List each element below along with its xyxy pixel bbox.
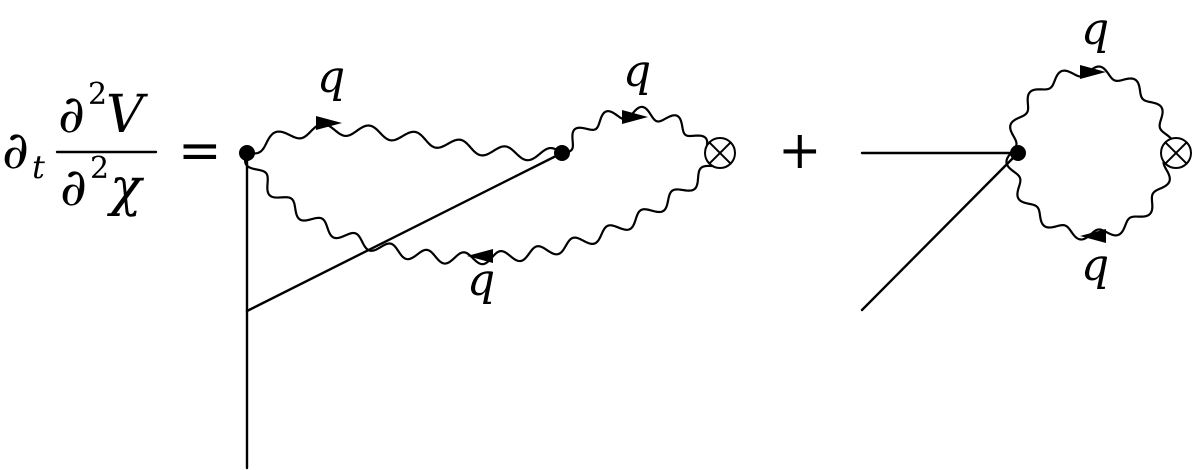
denominator-variable: χ — [106, 158, 145, 218]
insertion-otimes-icon — [704, 137, 736, 169]
diagram-1: q q q — [239, 46, 736, 470]
diagonal-internal-line — [245, 151, 564, 313]
insertion-otimes-icon-2 — [1160, 137, 1192, 169]
loop-arrow-bottom — [1080, 229, 1106, 243]
denominator-partial: ∂ — [60, 158, 87, 218]
plus-sign: + — [778, 121, 822, 181]
momentum-label-top-left: q — [317, 52, 345, 103]
numerator-power: 2 — [88, 77, 107, 112]
equation-lhs: ∂ t ∂ 2 V ∂ 2 χ = — [2, 77, 222, 218]
diagram-2: q q — [860, 4, 1192, 312]
wavy-propagator-top-left — [245, 122, 564, 162]
diagonal-external-line — [860, 151, 1020, 312]
loop-momentum-label-bottom: q — [1081, 240, 1109, 291]
vertex-right — [554, 145, 570, 161]
numerator-variable: V — [106, 85, 148, 145]
numerator-partial: ∂ — [58, 85, 85, 145]
equals-sign: = — [178, 121, 222, 181]
vertex-loop — [1010, 145, 1026, 161]
loop-momentum-label-top: q — [1081, 4, 1109, 55]
wavy-propagator-top-right — [560, 105, 709, 155]
wavy-propagator-bottom — [244, 151, 714, 266]
momentum-arrow-top-left — [316, 116, 342, 130]
momentum-label-bottom: q — [467, 255, 495, 306]
vertex-left — [239, 145, 255, 161]
time-derivative-subscript: t — [32, 148, 45, 186]
loop-arrow-top — [1080, 65, 1106, 79]
momentum-arrow-top-right — [622, 110, 648, 124]
denominator-power: 2 — [90, 151, 109, 186]
time-derivative-symbol: ∂ — [2, 121, 29, 181]
wavy-loop-propagator — [1005, 65, 1175, 241]
momentum-arrow-bottom — [467, 249, 493, 263]
momentum-label-top-right: q — [623, 46, 651, 97]
